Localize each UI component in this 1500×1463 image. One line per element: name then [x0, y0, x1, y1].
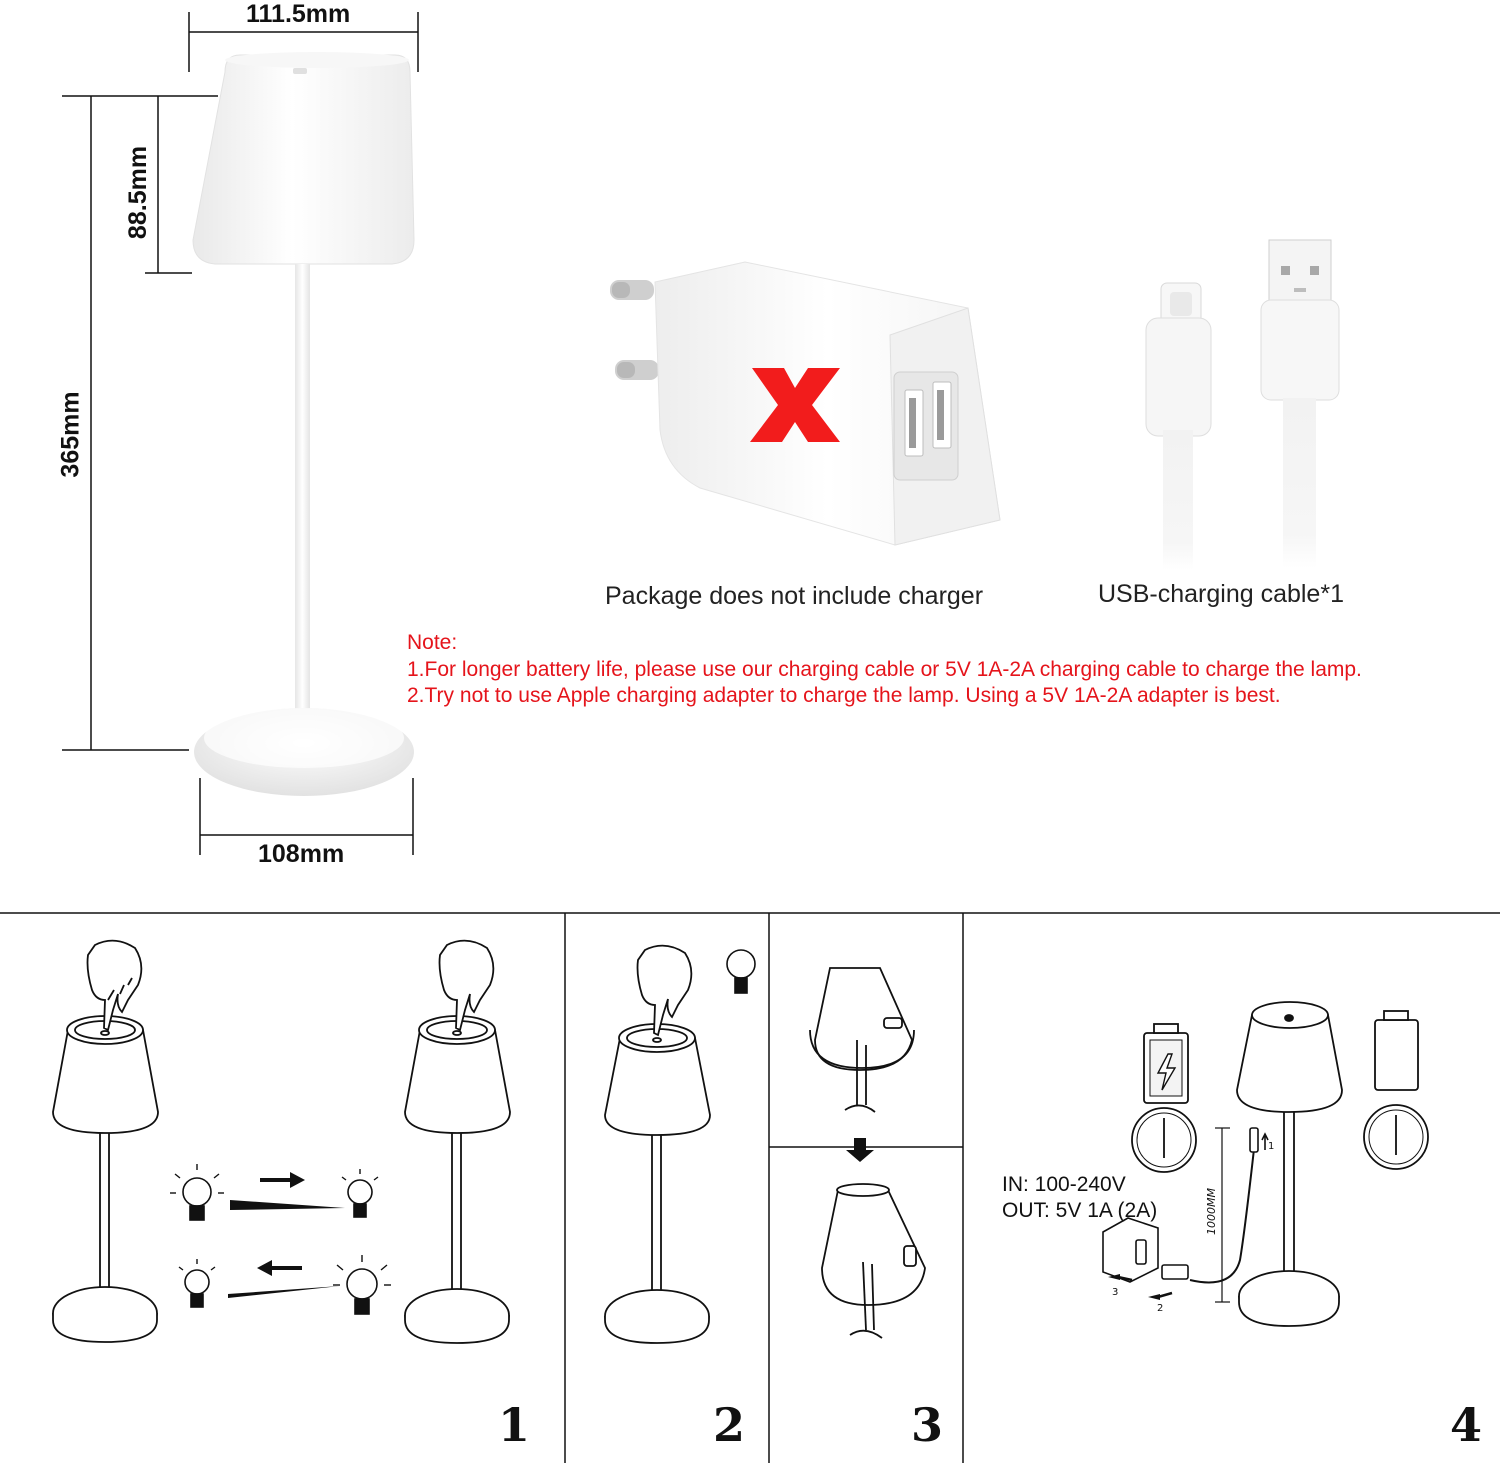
- arrow-label-3: 3: [1112, 1287, 1119, 1298]
- step2-lamp: [604, 1023, 711, 1344]
- brightness-dim-to-bright-row: [228, 1172, 345, 1298]
- step2-bulb-icon: [726, 949, 756, 994]
- not-included-x-icon: [750, 368, 840, 442]
- step1-lamp-right: [404, 1015, 511, 1344]
- note-line-2: 2.Try not to use Apple charging adapter …: [407, 684, 1281, 707]
- dimension-lines: [62, 12, 419, 855]
- step1-hand-left-icon: [86, 939, 143, 1032]
- charging-battery-icon: [1143, 1023, 1189, 1104]
- step-number-3: 3: [911, 1398, 944, 1452]
- cable-caption: USB-charging cable*1: [1098, 580, 1344, 608]
- spec-output: OUT: 5V 1A (2A): [1002, 1199, 1158, 1222]
- step-number-1: 1: [498, 1398, 531, 1452]
- charger-caption: Package does not include charger: [605, 582, 984, 610]
- spec-input: IN: 100-240V: [1002, 1173, 1126, 1196]
- clock-charging-icon: [1131, 1107, 1197, 1173]
- step4-lamp: [1236, 1001, 1343, 1327]
- bulb-icons-step1: [170, 1164, 391, 1315]
- dim-total-height: 365mm: [56, 391, 85, 478]
- step-number-2: 2: [713, 1398, 746, 1452]
- step-number-4: 4: [1450, 1398, 1483, 1452]
- dim-base-width: 108mm: [258, 840, 345, 868]
- panel-grid-lines: [0, 912, 1500, 1463]
- product-lamp-photo: [192, 52, 415, 796]
- arrow-label-1: 1: [1268, 1141, 1275, 1152]
- cable-length-bracket: [1189, 1127, 1256, 1303]
- step1-lamp-left: [52, 1015, 159, 1343]
- clock-empty-icon: [1363, 1104, 1429, 1170]
- step4-direction-arrows: [1108, 1274, 1173, 1300]
- dim-shade-height: 88.5mm: [124, 145, 153, 240]
- note-line-1: 1.For longer battery life, please use ou…: [407, 658, 1362, 681]
- step3-shade-after: [821, 1183, 926, 1339]
- step3-down-arrow-icon: [846, 1138, 874, 1162]
- step2-hand-icon: [636, 944, 693, 1037]
- note-heading: Note:: [407, 631, 458, 654]
- usb-cable-photo: [1145, 239, 1340, 570]
- step1-hand-right-icon: [438, 939, 495, 1032]
- arrow-label-2: 2: [1157, 1303, 1164, 1314]
- empty-battery-icon: [1374, 1010, 1419, 1091]
- step3-shade-before: [809, 967, 915, 1113]
- step4-adapter-icon: [1102, 1127, 1269, 1283]
- dim-shade-top-width: 111.5mm: [246, 0, 351, 28]
- wall-charger-photo: [610, 261, 1001, 546]
- cable-length-label: 1000MM: [1204, 1188, 1218, 1235]
